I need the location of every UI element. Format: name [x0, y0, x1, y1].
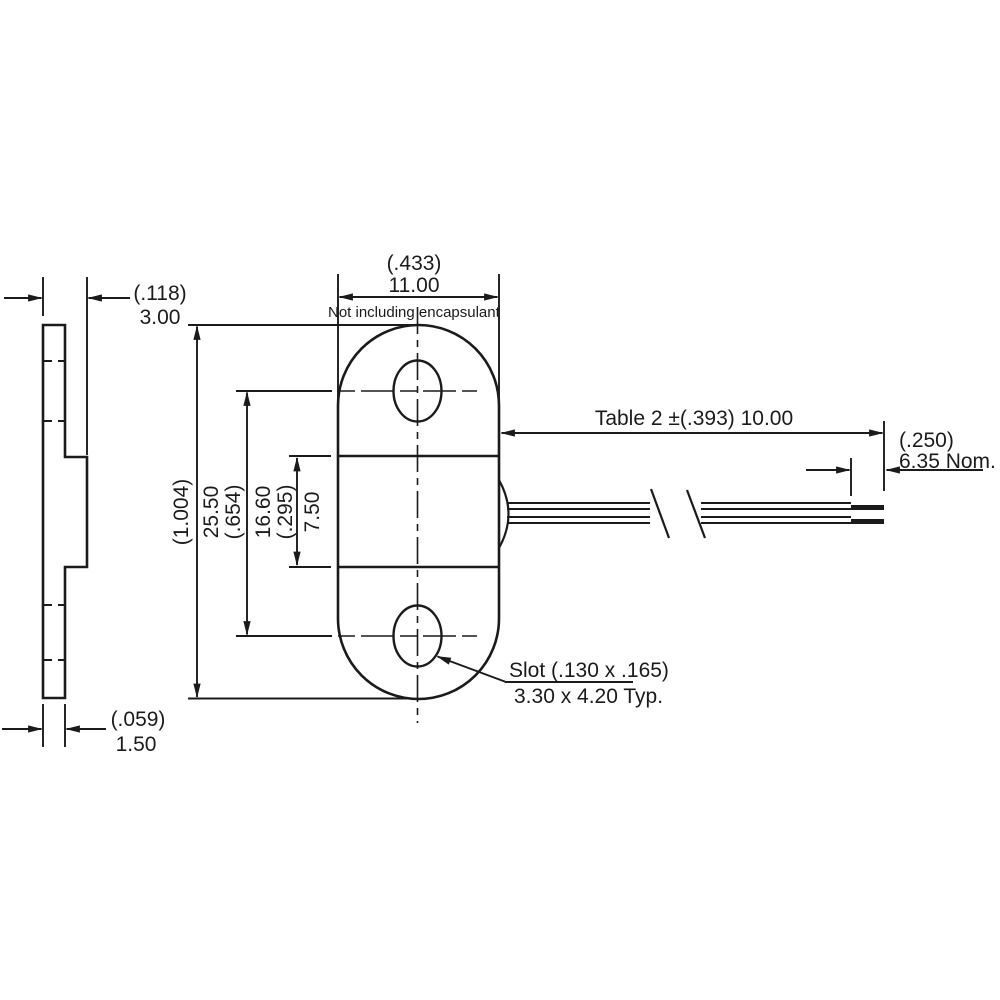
width-note: Not including encapsulant: [328, 304, 501, 321]
linework-layer: [2, 274, 983, 747]
dim-body-mm: 7.50: [301, 492, 324, 533]
wire-grommet-bulge: [498, 479, 510, 549]
dim-plate-inch: (.059): [111, 708, 166, 731]
dim-lead-length-label: Table 2 ±(.393) 10.00: [595, 407, 793, 430]
dim-length-mm: 25.50: [200, 486, 223, 539]
dim-hole-spacing-inch: (.654): [222, 485, 245, 540]
wire-break-symbol: [685, 489, 707, 539]
dim-width-inch: (.433): [387, 252, 442, 275]
dim-width-mm: 11.00: [389, 274, 440, 297]
dim-strip-inch: (.250): [899, 429, 954, 452]
slot-callout-line1: Slot (.130 x .165): [509, 659, 669, 682]
dim-plate-mm: 1.50: [116, 733, 157, 756]
slot-leader-line: [436, 655, 507, 683]
dim-thickness-inch: (.118): [133, 282, 186, 305]
slot-callout-line2: 3.30 x 4.20 Typ.: [514, 685, 663, 708]
dim-strip-mm: 6.35 Nom.: [899, 450, 996, 473]
dim-length-inch: (1.004): [170, 479, 193, 546]
dimension-layer: [2, 274, 983, 747]
dim-body-inch: (.295): [274, 485, 297, 540]
side-view-outline: [41, 323, 89, 700]
front-view-outline: [336, 323, 501, 701]
dim-thickness-mm: 3.00: [140, 306, 181, 329]
dim-hole-spacing-mm: 16.60: [252, 486, 275, 539]
wire-break-symbol: [649, 488, 671, 539]
text-layer: (.118) 3.00 (.433) 11.00 Not including e…: [111, 252, 996, 756]
